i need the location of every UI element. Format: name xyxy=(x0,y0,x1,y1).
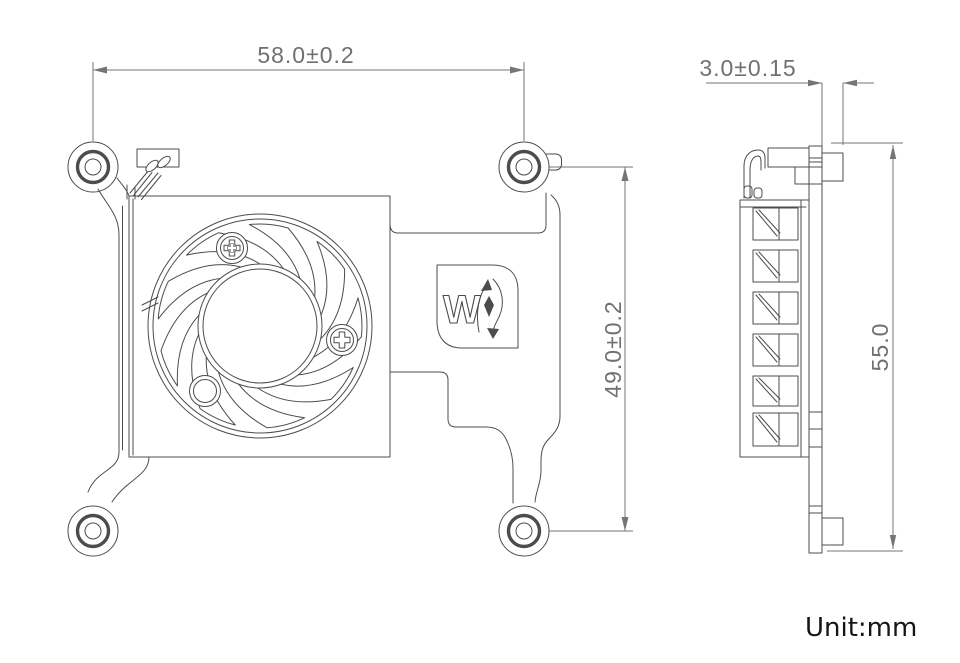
dim-arrow-left xyxy=(93,66,107,74)
wire-lug xyxy=(145,159,159,173)
mounting-hole-bottom-left xyxy=(67,505,119,557)
mounting-hole-top-left xyxy=(67,141,119,193)
dim-arrow-right xyxy=(510,66,524,74)
fan-hub xyxy=(197,263,323,389)
fan-blades xyxy=(157,223,363,429)
fan-rim-inner xyxy=(152,218,368,434)
dim-arrow-bottom xyxy=(889,535,897,549)
front-view: 58.0±0.2 49.0±0.2 xyxy=(67,42,633,557)
side-pcb xyxy=(808,145,823,554)
dim-arrow-top xyxy=(621,167,629,181)
dim-width: 58.0±0.2 xyxy=(92,42,525,141)
dim-arrow-top xyxy=(889,145,897,159)
dim-arrow-right xyxy=(808,79,822,87)
fan-screw-boss xyxy=(326,324,358,356)
side-wire-hook xyxy=(743,149,766,199)
side-top-block xyxy=(767,147,823,185)
mounting-hole-top-right xyxy=(498,141,550,193)
logo-w-glyph: W xyxy=(443,288,481,332)
fan-rim-outer xyxy=(147,213,373,439)
mounting-hole-bottom-right xyxy=(498,505,550,557)
fan-assembly xyxy=(128,195,391,458)
logo-diamond xyxy=(484,296,494,317)
fan-screw-boss xyxy=(216,232,248,264)
dim-thickness-label: 3.0±0.15 xyxy=(699,55,796,81)
side-header-top xyxy=(821,152,844,182)
fan-screw-boss xyxy=(189,375,221,407)
dim-width-label: 58.0±0.2 xyxy=(257,42,354,68)
dim-total-height-label: 55.0 xyxy=(867,323,893,372)
side-header-bottom xyxy=(821,517,844,546)
dim-arrow-bottom xyxy=(621,517,629,531)
fan-connector xyxy=(126,148,180,200)
dim-height-label: 49.0±0.2 xyxy=(600,300,626,397)
vent-slots xyxy=(752,207,799,447)
side-fan-housing xyxy=(739,199,810,458)
waveshare-logo-icon: W xyxy=(436,264,519,349)
fan-wires xyxy=(129,169,162,200)
mounting-plate-outline xyxy=(87,153,562,504)
side-view: 3.0±0.15 55.0 xyxy=(699,55,903,554)
dim-height: 49.0±0.2 xyxy=(536,166,633,532)
dim-arrow-left xyxy=(843,79,857,87)
unit-label: Unit:mm xyxy=(805,613,917,643)
dim-total-height: 55.0 xyxy=(827,142,903,552)
logo-arrow-down xyxy=(492,278,503,334)
wire-lug xyxy=(157,155,171,169)
dim-thickness: 3.0±0.15 xyxy=(699,55,874,150)
fan-housing xyxy=(128,195,391,458)
